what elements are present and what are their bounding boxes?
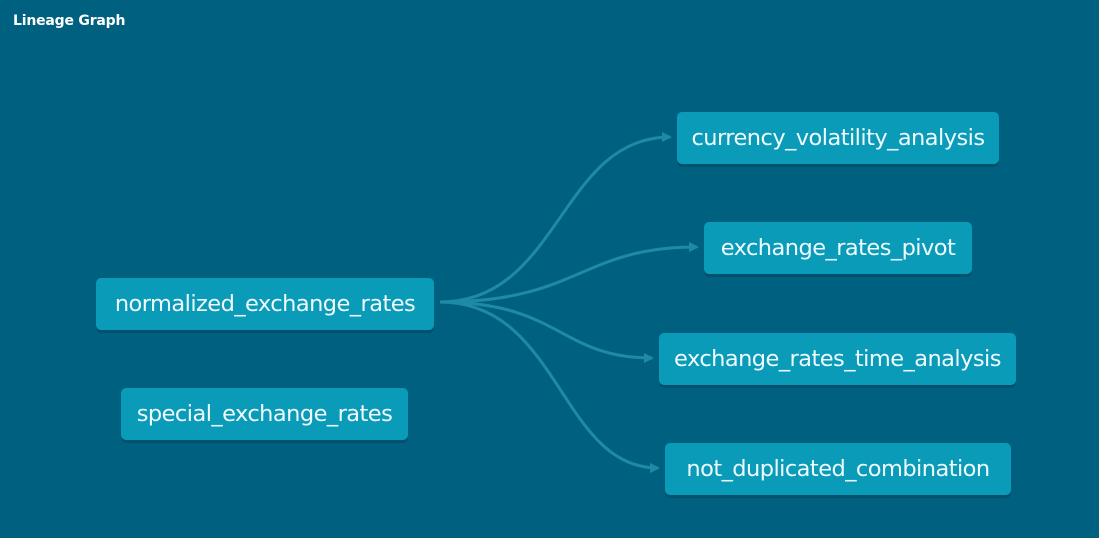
node-label: normalized_exchange_rates bbox=[114, 291, 416, 317]
edge-normalized-to-not-duplicated bbox=[439, 300, 660, 473]
node-label: exchange_rates_pivot bbox=[720, 235, 956, 261]
edge-normalized-to-volatility bbox=[439, 132, 672, 304]
page-title: Lineage Graph bbox=[13, 13, 126, 29]
node-currency-volatility-analysis[interactable]: currency_volatility_analysis bbox=[677, 112, 999, 164]
node-not-duplicated-combination[interactable]: not_duplicated_combination bbox=[665, 443, 1011, 495]
node-label: special_exchange_rates bbox=[136, 401, 393, 427]
node-exchange-rates-pivot[interactable]: exchange_rates_pivot bbox=[704, 222, 972, 274]
edge-normalized-to-pivot bbox=[439, 242, 699, 304]
node-label: exchange_rates_time_analysis bbox=[674, 346, 1001, 372]
node-label: currency_volatility_analysis bbox=[691, 125, 985, 151]
node-special-exchange-rates[interactable]: special_exchange_rates bbox=[121, 388, 408, 440]
edge-normalized-to-time-analysis bbox=[439, 300, 654, 363]
node-label: not_duplicated_combination bbox=[686, 456, 990, 482]
node-exchange-rates-time-analysis[interactable]: exchange_rates_time_analysis bbox=[659, 333, 1016, 385]
node-normalized-exchange-rates[interactable]: normalized_exchange_rates bbox=[96, 278, 434, 330]
